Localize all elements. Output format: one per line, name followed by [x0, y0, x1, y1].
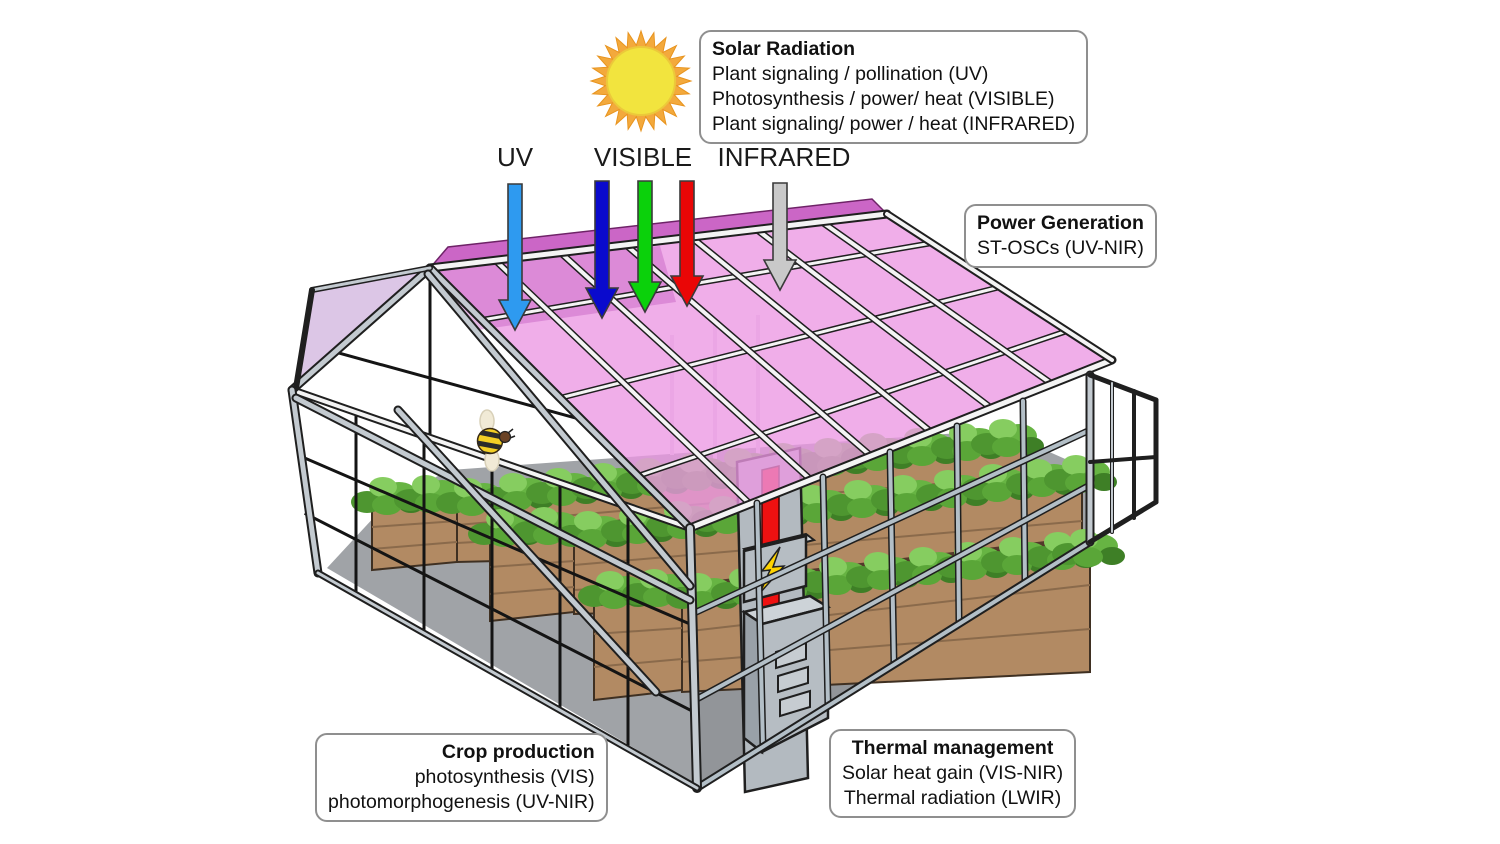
solar-radiation-line: Photosynthesis / power/ heat (VISIBLE): [712, 88, 1055, 110]
roof-beams: [425, 209, 1117, 533]
power-generation-line: ST-OSCs (UV-NIR): [977, 237, 1144, 259]
uv-arrow: [497, 183, 533, 332]
thermal-management-title: Thermal management: [851, 737, 1054, 759]
solar-radiation-title: Solar Radiation: [712, 38, 856, 60]
power-generation-box: Power Generation ST-OSCs (UV-NIR): [964, 204, 1157, 268]
thermal-management-box: Thermal management Solar heat gain (VIS-…: [829, 729, 1077, 818]
roof-ridge-dark-band: [430, 246, 676, 330]
solar-radiation-box: Solar Radiation Plant signaling / pollin…: [699, 30, 1089, 144]
wall-base-beam: [693, 538, 1094, 792]
visible-label: VISIBLE: [593, 142, 693, 172]
solar-radiation-line: Plant signaling / pollination (UV): [712, 63, 989, 85]
gable-cross-braces: [291, 269, 695, 697]
bee-icon: [476, 409, 516, 472]
right-glass-wall: [688, 370, 1159, 792]
visible-red-arrow: [669, 180, 705, 308]
gable-window-frames: [298, 270, 697, 751]
visible-green-arrow: [627, 180, 663, 314]
visible-blue-arrow: [584, 180, 620, 320]
thermal-management-line: Solar heat gain (VIS-NIR): [842, 762, 1064, 784]
right-end-wall: [1087, 372, 1159, 545]
uv-label: UV: [496, 142, 534, 172]
crop-production-box: Crop production photosynthesis (VIS) pho…: [315, 733, 608, 822]
infrared-label: INFRARED: [717, 142, 851, 172]
crop-production-line: photomorphogenesis (UV-NIR): [328, 791, 595, 813]
crop-production-line: photosynthesis (VIS): [414, 766, 595, 788]
crop-production-title: Crop production: [441, 741, 595, 763]
sun-core: [606, 46, 676, 116]
spectrum-arrows: [497, 180, 798, 332]
infrared-arrow: [762, 182, 798, 292]
wall-mullions: [753, 397, 1029, 751]
thermal-management-line: Thermal radiation (LWIR): [843, 787, 1062, 809]
roof-purlins: [479, 240, 1070, 479]
wall-rails: [688, 426, 1094, 704]
power-generation-title: Power Generation: [977, 212, 1144, 234]
left-gable-end: [287, 263, 702, 793]
solar-radiation-line: Plant signaling/ power / heat (INFRARED): [712, 113, 1076, 135]
gable-structural-beams: [287, 263, 702, 793]
sun-icon: [589, 29, 693, 133]
